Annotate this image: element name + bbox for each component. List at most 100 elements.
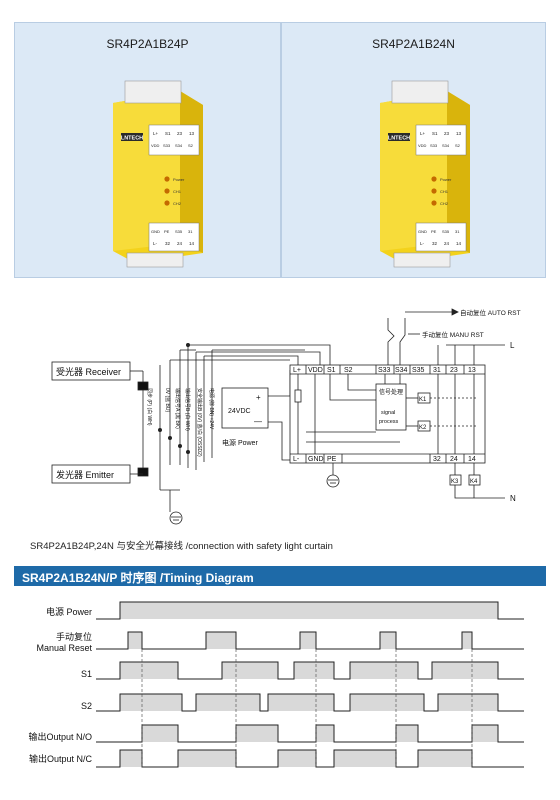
- timing-waveform-s2: [96, 693, 524, 712]
- timing-waveform-s1: [96, 661, 524, 680]
- svg-text:L+: L+: [293, 367, 301, 374]
- svg-text:L+: L+: [153, 131, 159, 136]
- power-label: 电源 Power: [222, 438, 258, 447]
- svg-text:S34: S34: [175, 143, 183, 148]
- svg-text:S1: S1: [327, 367, 336, 374]
- svg-text:14: 14: [456, 241, 462, 246]
- svg-text:13: 13: [189, 131, 195, 136]
- svg-text:process: process: [379, 419, 399, 425]
- timing-label-power: 电源 Power: [46, 606, 92, 617]
- svg-text:K1: K1: [419, 397, 427, 403]
- svg-text:S1: S1: [165, 131, 171, 136]
- svg-text:K3: K3: [451, 479, 459, 485]
- relay-device-image: LNTECH Power CH1 CH2 L+ S1 23 13 VDD S33…: [380, 80, 470, 268]
- svg-text:PE: PE: [431, 229, 437, 234]
- curtain-connector: [137, 467, 149, 477]
- svg-text:13: 13: [456, 131, 462, 136]
- svg-text:S35: S35: [175, 229, 183, 234]
- svg-text:GND: GND: [151, 229, 160, 234]
- svg-text:S35: S35: [412, 367, 425, 374]
- emitter-label: 发光器 Emitter: [56, 469, 114, 480]
- svg-text:L-: L-: [420, 241, 425, 246]
- relay-body: LNTECH Power CH1 CH2 L+ S1 23 13 VDD S33…: [380, 80, 470, 268]
- svg-text:32: 32: [433, 456, 441, 463]
- svg-text:LNTECH: LNTECH: [388, 136, 410, 142]
- svg-text:S33: S33: [378, 367, 391, 374]
- timing-label-s2: S2: [81, 701, 92, 711]
- timing-section-title: SR4P2A1B24N/P 时序图 /Timing Diagram: [22, 571, 254, 585]
- timing-label-s1: S1: [81, 669, 92, 679]
- svg-text:S34: S34: [442, 143, 450, 148]
- power-voltage: 24VDC: [228, 408, 251, 415]
- timing-label-manual-reset: 手动复位: [56, 631, 92, 642]
- svg-text:Power: Power: [173, 177, 185, 182]
- timing-label-manual-reset-en: Manual Reset: [36, 643, 92, 653]
- svg-text:31: 31: [433, 367, 441, 374]
- svg-text:Power: Power: [440, 177, 452, 182]
- relay-k4: [468, 474, 481, 486]
- wire-label: 电源 (棕 BN) +24V: [208, 388, 215, 430]
- receiver-label: 受光器 Receiver: [56, 366, 121, 377]
- svg-text:signal: signal: [381, 410, 395, 416]
- svg-text:23: 23: [450, 367, 458, 374]
- product-model-title: SR4P2A1B24P: [106, 37, 189, 51]
- svg-text:S2: S2: [344, 367, 353, 374]
- relay-k3: [449, 474, 462, 486]
- timing-waveform-power: [96, 601, 524, 620]
- svg-text:PE: PE: [164, 229, 170, 234]
- svg-text:32: 32: [432, 241, 438, 246]
- svg-text:S35: S35: [442, 229, 450, 234]
- timing-section-header: SR4P2A1B24N/P 时序图 /Timing Diagram: [14, 566, 546, 586]
- svg-text:23: 23: [444, 131, 450, 136]
- product-model-title: SR4P2A1B24N: [372, 37, 455, 51]
- svg-text:LNTECH: LNTECH: [121, 136, 143, 142]
- svg-text:32: 32: [165, 241, 171, 246]
- timing-label-output-no: 输出Output N/O: [28, 731, 92, 742]
- wire-label: 同步 (P) (白 WH): [146, 388, 153, 426]
- svg-text:S1: S1: [432, 131, 438, 136]
- svg-text:N: N: [510, 494, 516, 503]
- svg-text:CH1: CH1: [440, 189, 449, 194]
- svg-text:S33: S33: [430, 143, 438, 148]
- svg-text:VDD: VDD: [151, 143, 160, 148]
- svg-text:S2: S2: [188, 143, 194, 148]
- svg-text:13: 13: [468, 367, 476, 374]
- timing-waveform-output-nc: [96, 749, 524, 768]
- wire-label: 输出信号A (黑 BK): [174, 388, 181, 429]
- svg-text:S33: S33: [163, 143, 171, 148]
- svg-text:L-: L-: [153, 241, 158, 246]
- auto-reset-label: 自动复位 AUTO RST: [460, 308, 521, 317]
- svg-text:GND: GND: [308, 456, 324, 463]
- wire-label: 输出信号B (白 WH): [184, 388, 191, 431]
- timing-diagram: 电源 Power 手动复位 Manual Reset S1 S2 输出Outpu…: [28, 601, 524, 768]
- svg-text:23: 23: [177, 131, 183, 136]
- svg-text:S34: S34: [395, 367, 408, 374]
- ground-symbol: [326, 474, 340, 488]
- manual-reset-label: 手动复位 MANU RST: [422, 330, 484, 339]
- timing-waveform-manual-reset: [96, 631, 524, 650]
- power-supply-box: [221, 387, 269, 429]
- wire-label: 安全输出B (0V) 蓝/白 (OSSD2): [196, 388, 203, 457]
- relay-body: LNTECH Power CH1 CH2 L+ S1 23 13 VDD S33…: [113, 80, 203, 268]
- svg-text:L+: L+: [420, 131, 426, 136]
- svg-text:14: 14: [189, 241, 195, 246]
- svg-text:CH1: CH1: [173, 189, 182, 194]
- svg-text:—: —: [254, 417, 262, 426]
- ground-symbol: [169, 511, 183, 525]
- svg-text:31: 31: [455, 229, 460, 234]
- svg-text:CH2: CH2: [173, 201, 182, 206]
- svg-text:PE: PE: [327, 456, 337, 463]
- svg-text:信号处理: 信号处理: [379, 388, 403, 396]
- timing-label-output-nc: 输出Output N/C: [29, 753, 93, 764]
- svg-text:GND: GND: [418, 229, 427, 234]
- timing-waveform-output-no: [96, 724, 524, 743]
- signal-process-box: [375, 383, 407, 431]
- wiring-diagram: 受光器 Receiver 发光器 Emitter 同步 (P) (白 WH) 0…: [51, 308, 521, 525]
- svg-text:24: 24: [177, 241, 183, 246]
- product-panel-n: SR4P2A1B24N LNTECH Power CH1 CH2 L+ S1 2…: [281, 22, 546, 278]
- wire-label: 0V (蓝 BU): [164, 388, 171, 413]
- svg-text:14: 14: [468, 456, 476, 463]
- svg-text:VDD: VDD: [308, 367, 323, 374]
- svg-text:K2: K2: [419, 425, 427, 431]
- wiring-caption: SR4P2A1B24P,24N 与安全光幕接线 /connection with…: [30, 541, 333, 552]
